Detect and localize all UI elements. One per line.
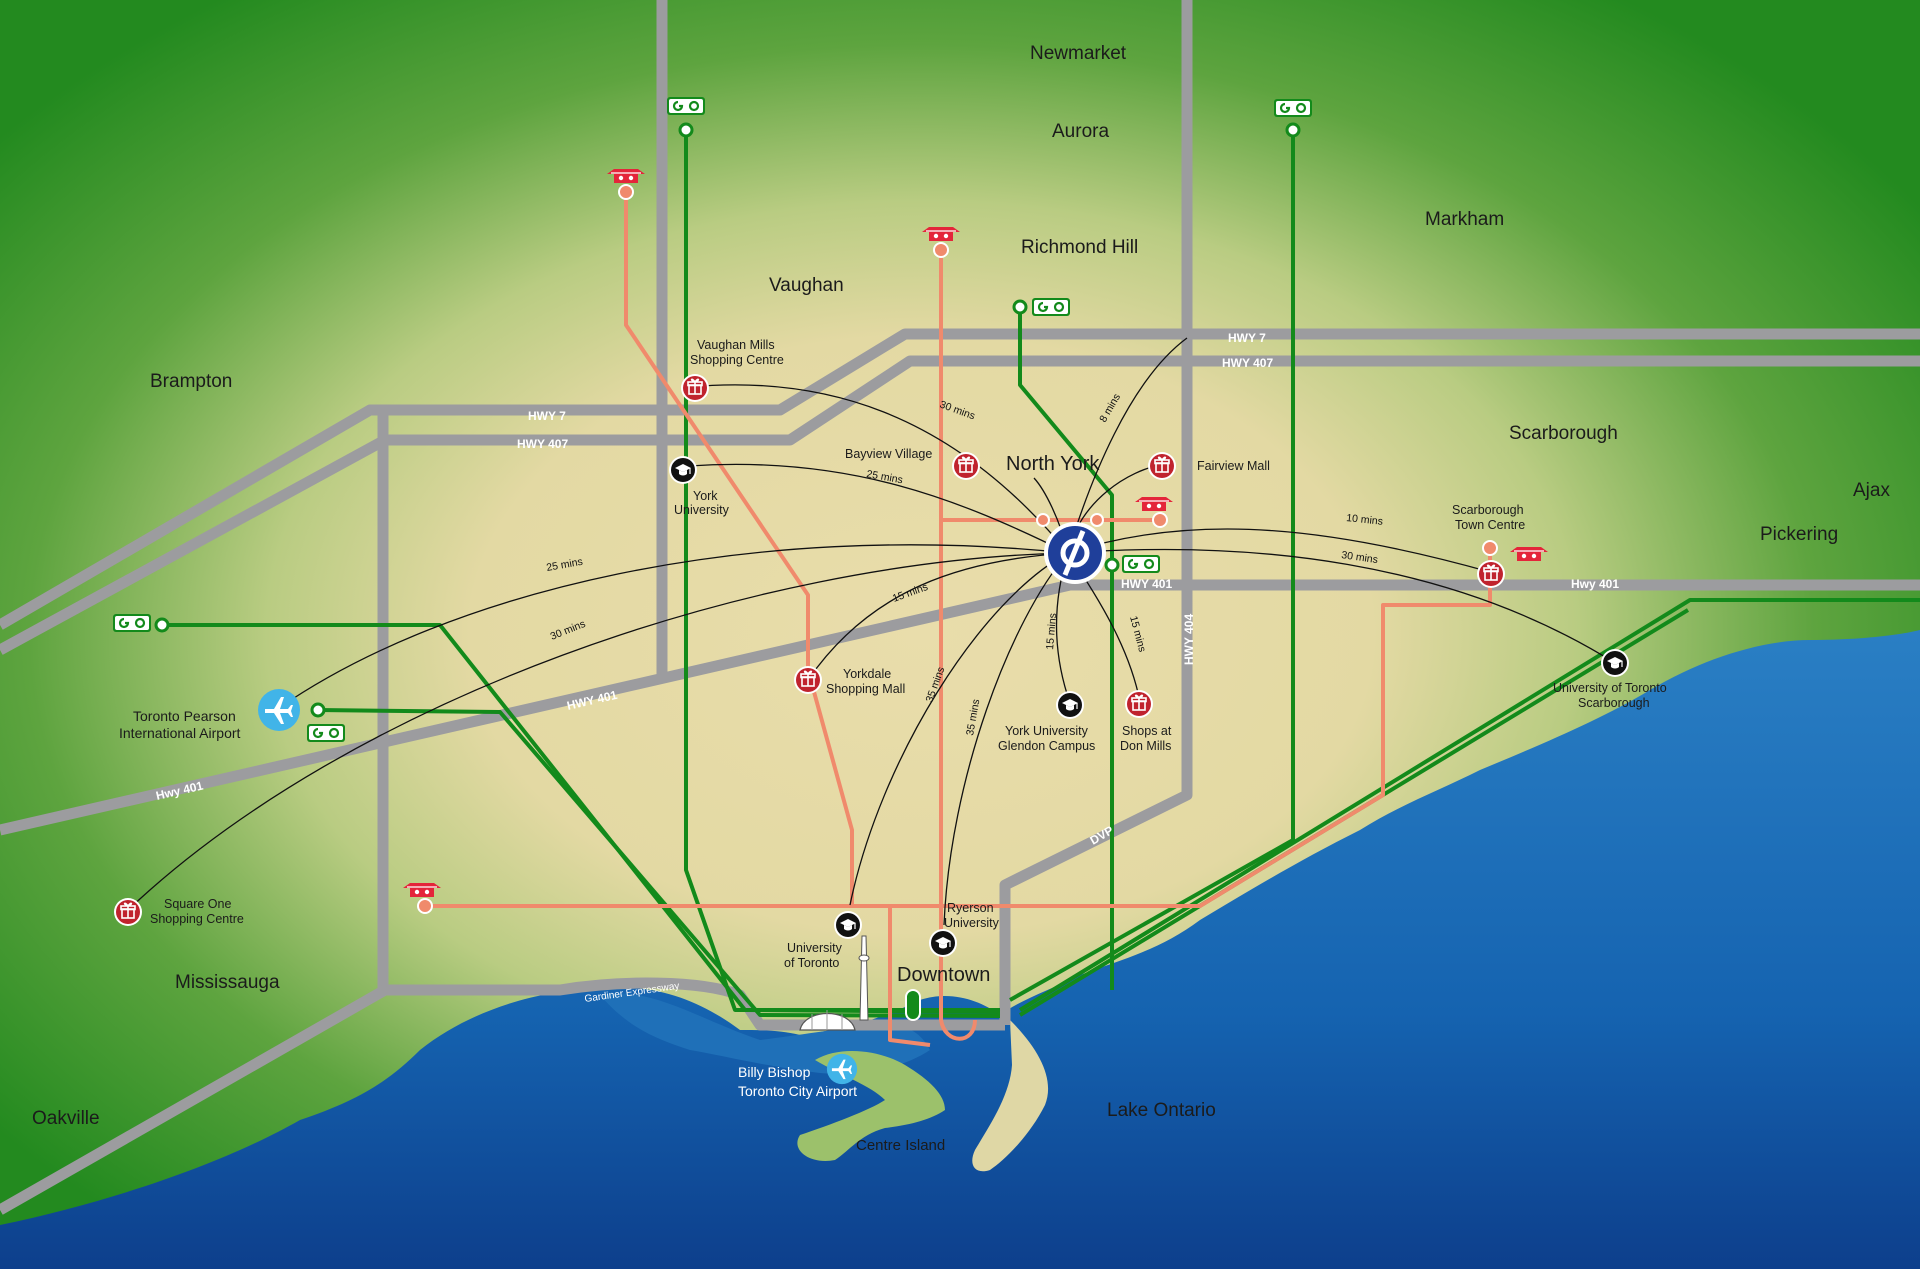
scarborough-town-centre-label: Scarborough Town Centre [1452,503,1527,532]
fairview-mall-gift-icon[interactable] [1147,451,1177,481]
hwy401-center-label: HWY 401 [1121,577,1172,591]
glendon-label: York University Glendon Campus [998,724,1095,753]
pearson-label: Toronto Pearson International Airport [119,708,241,741]
lake-ontario [0,630,1920,1269]
city-brampton: Brampton [150,371,232,392]
yorkdale-gift-icon[interactable] [793,665,823,695]
scarborough-town-centre-gift-icon[interactable] [1476,559,1506,589]
vaughan-mills-label: Vaughan Mills Shopping Centre [690,338,784,367]
york-university-label: York University [674,489,730,517]
cn-tower-icon [858,935,870,1021]
go-lines [162,130,1920,1018]
stadium-icon [799,1010,856,1031]
toronto-islands [797,1050,945,1161]
go-transit-icon [1120,553,1162,575]
lake-ontario-label: Lake Ontario [1107,1100,1216,1121]
fairview-mall-label: Fairview Mall [1197,459,1270,473]
travel-time-uoft-scarborough: 30 mins [1341,549,1379,566]
travel-time-scarborough-tc: 10 mins [1346,512,1384,528]
go-transit-icon [305,722,347,744]
station-dots [154,122,1498,1021]
travel-time-glendon: 15 mins [1044,613,1059,651]
city-richmond-hill: Richmond Hill [1021,237,1138,258]
city-downtown: Downtown [897,964,990,986]
bayview-village-gift-icon[interactable] [951,451,981,481]
city-ajax: Ajax [1853,480,1890,501]
don-mills-gift-icon[interactable] [1124,689,1154,719]
route-lines [127,337,1616,926]
uoft-label: University of Toronto [784,941,845,970]
billy-bishop-plane-icon[interactable] [826,1053,858,1085]
city-vaughan: Vaughan [769,275,844,296]
go-transit-icon [1272,97,1314,119]
hwy7-west-label: HWY 7 [528,409,566,423]
city-mississauga: Mississauga [175,972,280,993]
go-transit-icon [1030,296,1072,318]
square-one-gift-icon[interactable] [113,897,143,927]
city-pickering: Pickering [1760,524,1838,545]
bayview-village-label: Bayview Village [845,447,932,461]
hwy407-west-label: HWY 407 [517,437,568,451]
hwy407-east-label: HWY 407 [1222,356,1273,370]
vaughan-mills-gift-icon[interactable] [680,373,710,403]
don-mills-label: Shops at Don Mills [1120,724,1175,753]
go-transit-icon [665,95,707,117]
city-newmarket: Newmarket [1030,43,1127,64]
yorkdale-label: Yorkdale Shopping Mall [826,667,905,696]
hwy401-east-label: Hwy 401 [1571,577,1619,591]
city-scarborough: Scarborough [1509,423,1618,444]
uoft-scarborough-label: University of Toronto Scarborough [1553,681,1670,710]
city-oakville: Oakville [32,1108,100,1129]
origin-logo-icon[interactable] [1044,522,1106,584]
uoft-scarborough-graduation-cap-icon[interactable] [1600,648,1630,678]
city-aurora: Aurora [1052,121,1109,142]
go-transit-icon [111,612,153,634]
billy-bishop-label: Billy Bishop Toronto City Airport [738,1064,857,1099]
ryerson-label: Ryerson University [944,901,1000,930]
glendon-campus-graduation-cap-icon[interactable] [1055,690,1085,720]
city-markham: Markham [1425,209,1504,230]
centre-island-label: Centre Island [856,1137,945,1154]
pearson-plane-icon[interactable] [258,689,300,731]
uoft-graduation-cap-icon[interactable] [833,910,863,940]
hwy7-east-label: HWY 7 [1228,331,1266,345]
city-north-york: North York [1006,453,1100,475]
square-one-label: Square One Shopping Centre [150,897,244,926]
hwy404-label: HWY 404 [1182,614,1196,665]
leslie-spit [972,1020,1049,1172]
ryerson-graduation-cap-icon[interactable] [928,928,958,958]
ttc-lines [425,192,1492,1047]
york-university-graduation-cap-icon[interactable] [668,455,698,485]
